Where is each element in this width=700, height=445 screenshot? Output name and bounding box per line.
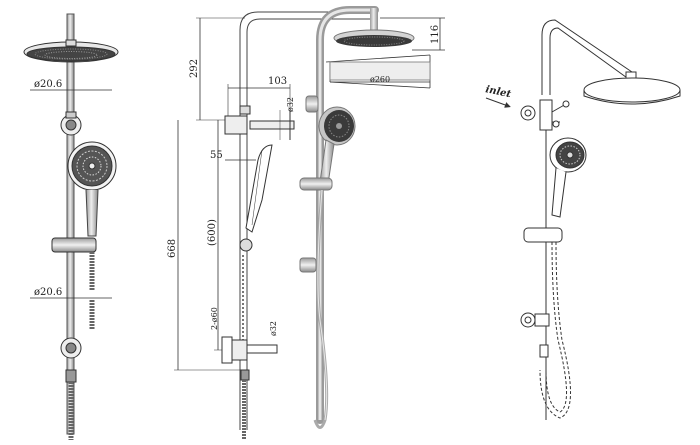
iso-diverter (520, 99, 570, 131)
side-view (174, 11, 375, 440)
front-view (23, 13, 119, 440)
product-view (299, 6, 445, 429)
product-head-height: 116 (430, 25, 441, 44)
side-offset-55: 55 (210, 150, 223, 161)
side-bracket-dia: 2-ø60 (210, 307, 219, 330)
iso-riser-arm (541, 19, 633, 95)
product-diverter (305, 95, 319, 113)
side-height-292: 292 (189, 59, 200, 78)
front-overhead-head (23, 39, 119, 63)
front-diverter (60, 111, 82, 136)
front-slider (51, 237, 97, 253)
iso-overhead-head (583, 71, 681, 105)
iso-inlet-label: inlet (484, 84, 512, 100)
side-hand-shower (239, 144, 273, 252)
front-dia-lower-label: ø20.6 (34, 287, 62, 298)
front-hand-shower (67, 141, 117, 237)
iso-view (485, 19, 681, 420)
product-lower-bracket (299, 257, 317, 273)
front-dia-upper-label: ø20.6 (34, 79, 62, 90)
product-head-dia: ø260 (370, 75, 390, 84)
iso-lower-bracket (520, 312, 550, 358)
side-height-600: (600) (207, 219, 218, 246)
side-width-103: 103 (268, 76, 287, 87)
side-dia-32-upper: ø32 (286, 97, 295, 112)
iso-hand-shower (549, 137, 587, 218)
side-height-668: 668 (167, 239, 178, 258)
iso-hose (539, 241, 571, 419)
product-slider (299, 177, 333, 191)
side-diverter (224, 105, 295, 140)
side-riser-arm (239, 11, 375, 430)
product-hand-shower (318, 106, 356, 185)
product-overhead-head (333, 29, 415, 47)
iso-slider (523, 227, 563, 243)
side-lower-bracket (221, 336, 278, 381)
front-lower-bracket (60, 337, 82, 359)
side-dia-32-lower: ø32 (269, 321, 278, 336)
product-head-dim-box (325, 17, 445, 89)
